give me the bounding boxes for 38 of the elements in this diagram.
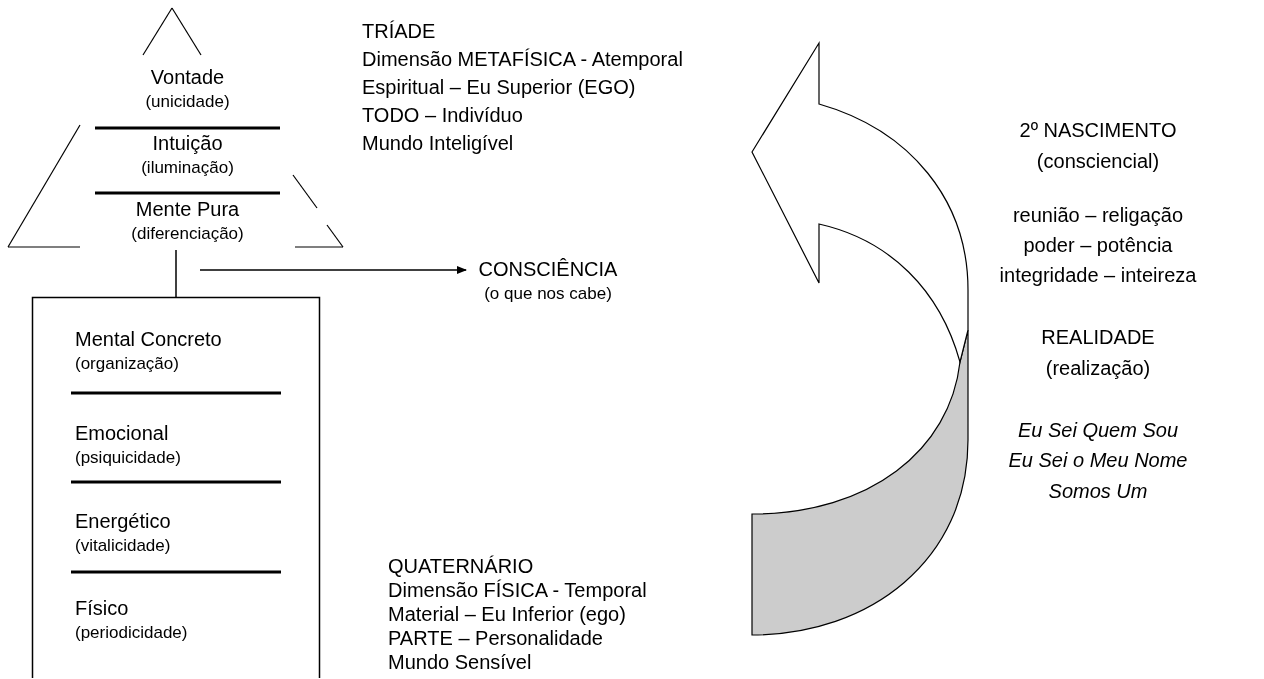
text-label: Mundo Inteligível	[362, 132, 514, 155]
text-label: (realização)	[1044, 357, 1152, 380]
layer-subtitle: (iluminação)	[140, 158, 235, 178]
text-label: PARTE – Personalidade	[388, 627, 603, 650]
layer-subtitle: (diferenciação)	[130, 224, 245, 244]
text-label: TRÍADE	[362, 20, 436, 43]
text-label: Espiritual – Eu Superior (EGO)	[362, 76, 636, 99]
layer-title: Mente Pura	[134, 198, 241, 221]
text-label: (consciencial)	[1035, 150, 1161, 173]
text-label: Dimensão METAFÍSICA - Atemporal	[362, 48, 683, 71]
layer-subtitle: (unicidade)	[144, 92, 231, 112]
connector-line	[175, 249, 177, 298]
text-label: Eu Sei o Meu Nome	[1007, 449, 1189, 472]
text-label: 2º NASCIMENTO	[1018, 119, 1178, 142]
text-label: TODO – Indivíduo	[362, 104, 523, 127]
text-label: Material – Eu Inferior (ego)	[388, 603, 626, 626]
layer-subtitle: (periodicidade)	[75, 623, 188, 643]
layer-subtitle: (psiquicidade)	[75, 448, 181, 468]
layer-title: Físico	[75, 597, 129, 620]
text-label: poder – potência	[1022, 234, 1174, 257]
layer-subtitle: (vitalicidade)	[75, 536, 171, 556]
layer-subtitle: (organização)	[75, 354, 179, 374]
text-label: Somos Um	[1047, 480, 1149, 503]
arrow	[199, 266, 467, 274]
layer-title: Vontade	[149, 66, 226, 89]
text-label: Mundo Sensível	[388, 651, 532, 674]
layer-title: Emocional	[75, 422, 169, 445]
layer-title: Energético	[75, 510, 171, 533]
layer-title: CONSCIÊNCIA	[477, 258, 619, 281]
layer-title: Mental Concreto	[75, 328, 222, 351]
text-label: integridade – inteireza	[998, 264, 1198, 287]
text-label: REALIDADE	[1040, 326, 1156, 349]
layer-title: Intuição	[151, 132, 224, 155]
layer-subtitle: (o que nos cabe)	[483, 284, 613, 304]
text-label: QUATERNÁRIO	[388, 555, 534, 578]
text-label: Dimensão FÍSICA - Temporal	[388, 579, 647, 602]
text-label: Eu Sei Quem Sou	[1016, 419, 1180, 442]
text-label: reunião – religação	[1011, 204, 1185, 227]
